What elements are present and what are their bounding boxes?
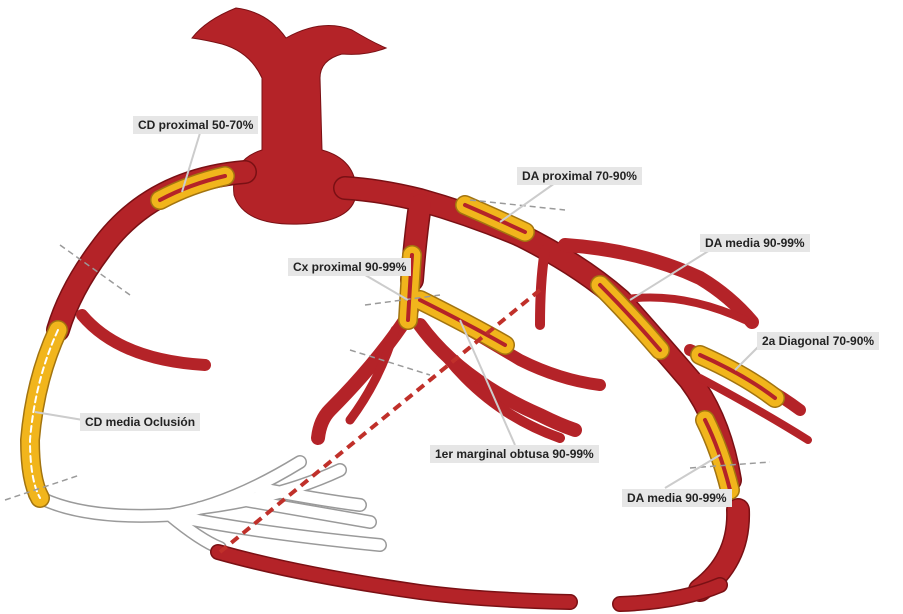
label-cx-proximal: Cx proximal 90-99% bbox=[288, 258, 411, 276]
label-1er-marginal-obtusa: 1er marginal obtusa 90-99% bbox=[430, 445, 599, 463]
label-da-proximal: DA proximal 70-90% bbox=[517, 167, 642, 185]
dashed-reference-line bbox=[220, 290, 540, 552]
label-2a-diagonal: 2a Diagonal 70-90% bbox=[757, 332, 879, 350]
label-cd-media: CD media Oclusión bbox=[80, 413, 200, 431]
label-cd-proximal: CD proximal 50-70% bbox=[133, 116, 258, 134]
occluded-branches bbox=[35, 462, 380, 548]
label-da-media-lower: DA media 90-99% bbox=[622, 489, 732, 507]
arteries bbox=[58, 172, 808, 604]
label-da-media-upper: DA media 90-99% bbox=[700, 234, 810, 252]
